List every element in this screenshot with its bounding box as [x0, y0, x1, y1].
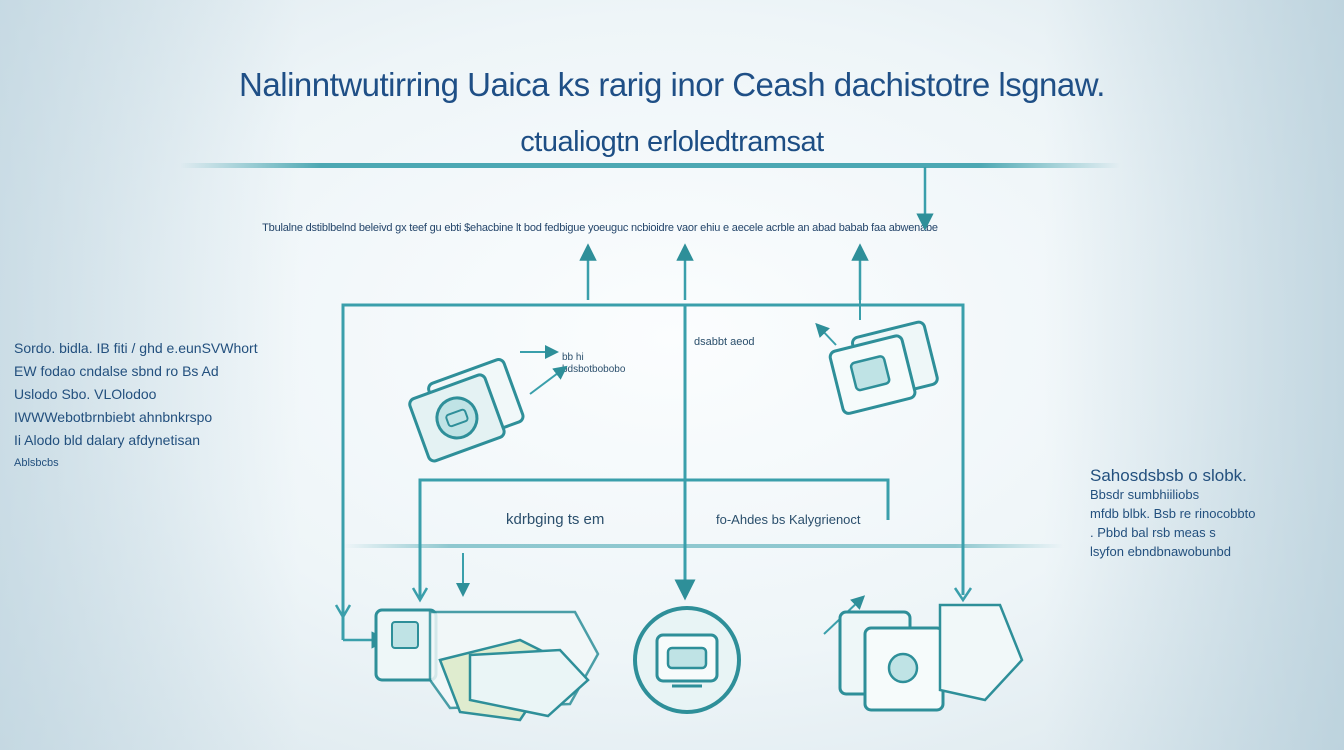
right-text-line: lsyfon ebndbnawobunbd	[1090, 544, 1231, 559]
left-text-line: Uslodo Sbo. VLOlodoo	[14, 386, 157, 402]
right-text-line: Sahosdsbsb o slobk.	[1090, 466, 1247, 485]
right-text-line: mfdb blbk. Bsb re rinocobbto	[1090, 506, 1256, 521]
connector-line	[529, 365, 568, 395]
card-stack-icon	[828, 320, 939, 415]
outer-frame	[341, 303, 965, 640]
background-shade-right	[1044, 0, 1344, 750]
label-top-center: dsabbt aeod	[694, 336, 755, 348]
inner-frame	[418, 478, 890, 600]
card-stack-icon	[408, 358, 525, 463]
arrow-head	[411, 587, 429, 603]
diagram-subtitle: ctualiogtn erloledtramsat	[520, 126, 824, 158]
label-mid-right: fo-Ahdes bs Kalygrienoct	[716, 512, 861, 527]
top-rule	[180, 163, 1120, 168]
left-text-line: EW fodao cndalse sbnd ro Bs Ad	[14, 363, 219, 379]
right-text-block: Sahosdsbsb o slobk. Bbsdr sumbhiiliobs m…	[1090, 466, 1330, 561]
label-top-left-node: bb hi bdsbotbobobo	[562, 352, 626, 375]
diagram-title: Nalinntwutirring Uaica ks rarig inor Cea…	[239, 66, 1105, 103]
right-text-line: Bbsdr sumbhiiliobs	[1090, 487, 1200, 502]
tray-stack-icon	[374, 608, 600, 722]
connector-line	[815, 322, 837, 346]
label-mid-left: kdrbging ts em	[506, 511, 605, 528]
arrow-head	[334, 604, 352, 620]
device-circle-icon	[633, 606, 741, 714]
mid-band	[343, 544, 1063, 548]
left-text-line: Ablsbcbs	[14, 457, 59, 469]
background-shade-left	[0, 0, 300, 750]
left-text-line: Ii Alodo bld dalary afdynetisan	[14, 432, 201, 448]
card-stack-icon	[838, 603, 1024, 712]
header-note: Tbulalne dstiblbelnd beleivd gx teef gu …	[262, 222, 938, 234]
left-text-line: Sordo. bidla. IB fiti / ghd e.eunSVWhort	[14, 340, 258, 356]
left-text-block: Sordo. bidla. IB fiti / ghd e.eunSVWhort…	[14, 337, 324, 475]
right-text-line: . Pbbd bal rsb meas s	[1090, 525, 1216, 540]
arrow-head	[953, 587, 973, 603]
left-text-line: IWWWebotbrnbiebt ahnbnkrspo	[14, 409, 213, 425]
